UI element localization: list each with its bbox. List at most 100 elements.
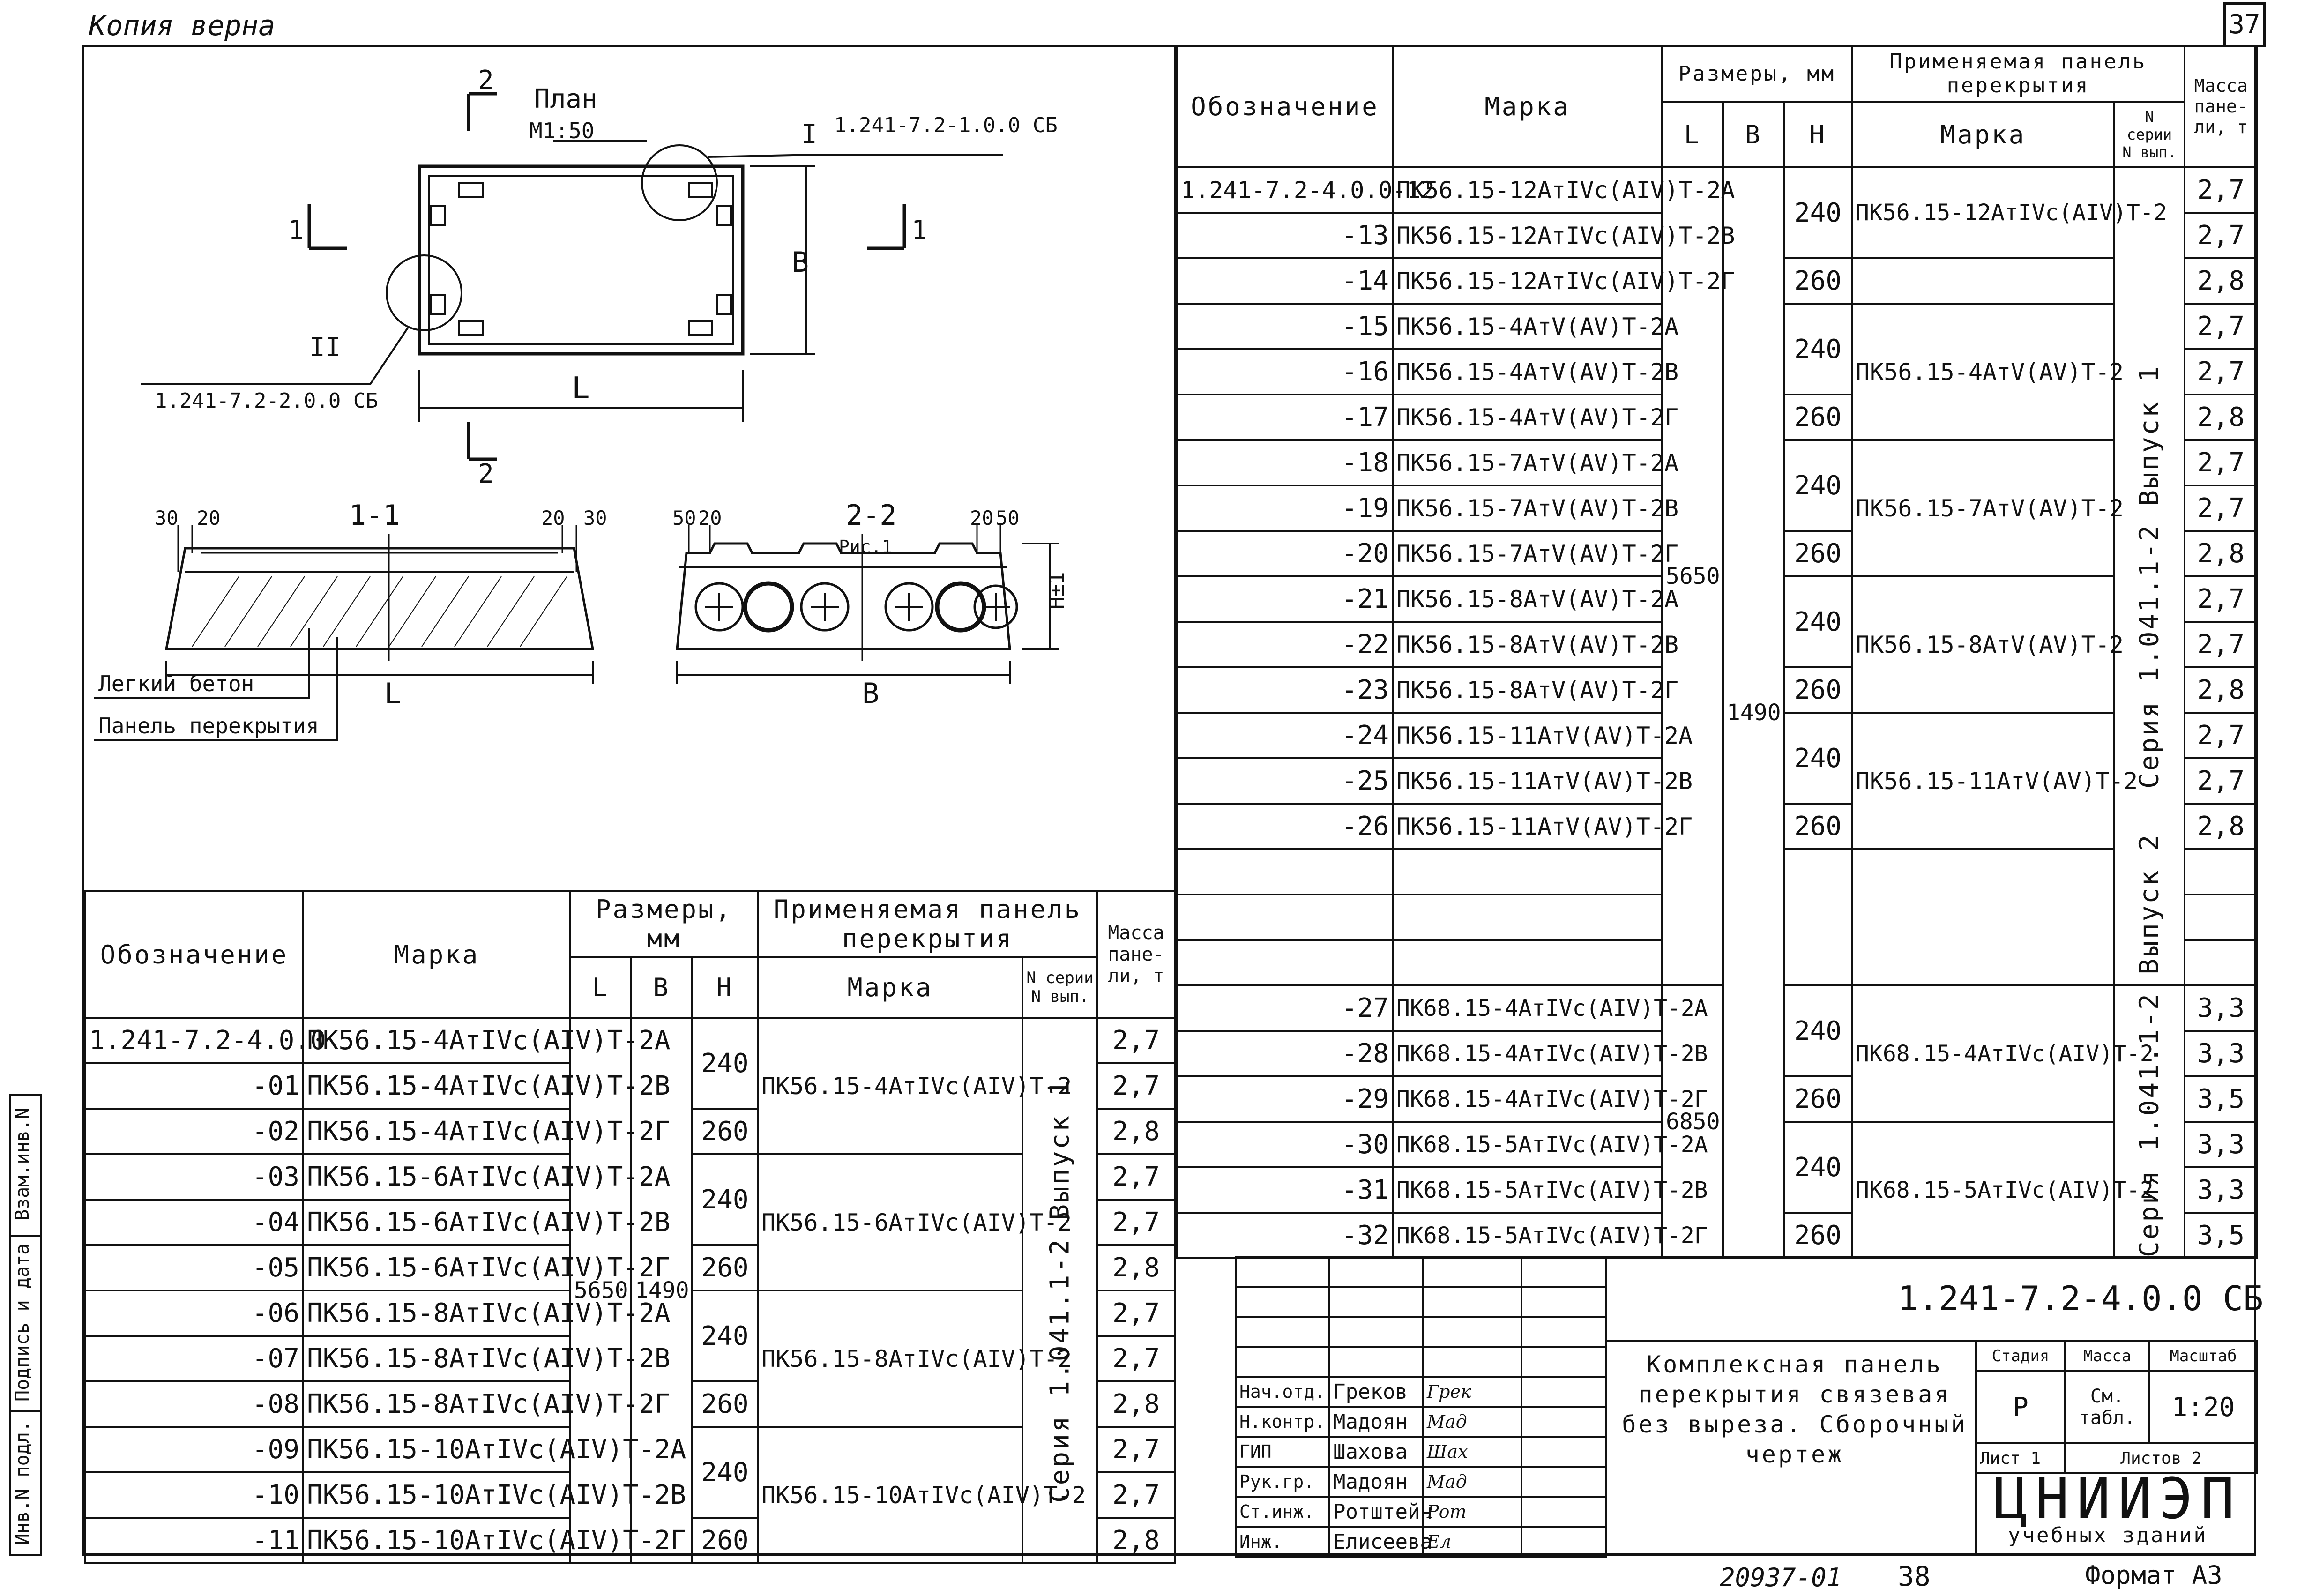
- mass-cell: 2,7: [1096, 1153, 1176, 1201]
- signature: Ел: [1422, 1526, 1522, 1558]
- mark-cell: ПК56.15-10АтIVс(АIV)Т-2А: [302, 1426, 686, 1473]
- empty-cell: [1176, 848, 1394, 895]
- mass-cell: 2,8: [2184, 803, 2259, 850]
- H-cell: 240: [1782, 984, 1853, 1077]
- col-H: H: [691, 956, 759, 1019]
- col-series: N серии N вып.: [1022, 956, 1099, 1019]
- H-cell: 260: [691, 1108, 759, 1155]
- designation-cell: -31: [1176, 1166, 1394, 1214]
- signature: Мад: [1422, 1406, 1522, 1438]
- empty-cell: [1328, 1286, 1424, 1318]
- designation-cell: 1.241-7.2-4.0.0-12: [1176, 166, 1435, 214]
- mass-cell: 2,7: [2184, 166, 2259, 214]
- callout-2-label: II: [309, 332, 341, 363]
- empty-cell: [1521, 1286, 1607, 1318]
- panel-mark-cell: ПК56.15-11АтV(АV)Т-2: [1851, 712, 2138, 850]
- legend-light-concrete: Легкий бетон: [98, 671, 254, 696]
- col-applied-panel: Применяемая панель перекрытия: [757, 890, 1099, 958]
- designation-cell: -07: [84, 1335, 304, 1382]
- H-cell: 240: [1782, 575, 1853, 668]
- name-cell: Шахова: [1328, 1436, 1424, 1468]
- left-spec-table: Обозначение Марка Размеры, мм Применяема…: [84, 890, 1176, 1564]
- footer-format: Формат А3: [2085, 1560, 2222, 1590]
- designation-cell: -29: [1176, 1075, 1394, 1123]
- mass-cell: 2,8: [1096, 1108, 1176, 1155]
- mass-cell: 2,7: [2184, 348, 2259, 395]
- mass-cell: 2,7: [2184, 575, 2259, 623]
- col-L: L: [1661, 101, 1724, 168]
- designation-cell: -30: [1176, 1121, 1394, 1168]
- panel-mark-cell: ПК56.15-4АтV(АV)Т-2: [1851, 303, 2124, 441]
- mass-cell: 3,3: [2184, 1121, 2259, 1168]
- panel-mark-cell: ПК56.15-4АтIVс(АIV)Т-2: [757, 1017, 1072, 1155]
- section-2-dim-20: 20: [698, 507, 722, 530]
- designation-cell: -23: [1176, 666, 1394, 714]
- mark-cell: ПК56.15-4АтIVс(АIV)Т-2Г: [302, 1108, 670, 1155]
- mass-cell: 2,7: [2184, 757, 2259, 805]
- mark-cell: ПК56.15-4АтV(АV)Т-2Г: [1392, 394, 1678, 441]
- col-panel-mark: Марка: [757, 956, 1024, 1019]
- H-cell: 260: [1782, 1212, 1853, 1259]
- section-2-dim-20b: 20: [970, 507, 994, 530]
- mass-cell: 2,7: [2184, 485, 2259, 532]
- panel-mark-cell: ПК56.15-8АтV(АV)Т-2: [1851, 575, 2124, 714]
- right-spec-table: Обозначение Марка Размеры, мм Применяема…: [1176, 45, 2259, 1259]
- B-cell: 1490: [630, 1017, 693, 1564]
- mark-cell: ПК56.15-7АтV(АV)Т-2А: [1392, 439, 1678, 486]
- empty-cell: [1235, 1286, 1330, 1318]
- scale-value: 1:20: [2148, 1370, 2258, 1444]
- mass-cell: 3,3: [2184, 1166, 2259, 1214]
- section-1-title: 1-1: [349, 499, 400, 532]
- empty-cell: [1521, 1316, 1607, 1348]
- date-cell: [1521, 1496, 1607, 1528]
- H-cell: 260: [691, 1517, 759, 1564]
- mark-cell: ПК56.15-8АтV(АV)Т-2Г: [1392, 666, 1678, 714]
- plan-dim-L: L: [572, 371, 590, 406]
- org-name: ЦНИИЭП: [1994, 1467, 2242, 1532]
- legend-floor-panel: Панель перекрытия: [98, 713, 319, 738]
- panel-mark-cell: ПК68.15-5АтIVс(АIV)Т-2: [1851, 1121, 2154, 1259]
- section-2-dim-B: B: [862, 677, 879, 710]
- date-cell: [1521, 1466, 1607, 1498]
- stage-value: Р: [1975, 1370, 2066, 1444]
- empty-cell: [1422, 1316, 1522, 1348]
- empty-cell: [1422, 1256, 1522, 1288]
- L-cell: 5650: [1661, 166, 1724, 986]
- designation-cell: 1.241-7.2-4.0.0: [84, 1017, 326, 1064]
- H-cell: 240: [691, 1153, 759, 1246]
- panel-mark-cell: ПК56.15-8АтIVс(АIV)Т-2: [757, 1290, 1072, 1428]
- mark-cell: ПК68.15-4АтIVс(АIV)Т-2Г: [1392, 1075, 1708, 1123]
- designation-cell: -24: [1176, 712, 1394, 759]
- H-cell: 260: [1782, 257, 1853, 305]
- section-2-subtitle: Рис.1: [839, 537, 892, 557]
- col-B: B: [630, 956, 693, 1019]
- mark-cell: ПК56.15-4АтIVс(АIV)Т-2В: [302, 1062, 670, 1110]
- designation-cell: -11: [84, 1517, 304, 1564]
- mark-cell: ПК68.15-4АтIVс(АIV)Т-2В: [1392, 1030, 1708, 1077]
- side-stamp-signature: Подпись и дата: [12, 1243, 33, 1402]
- designation-cell: -03: [84, 1153, 304, 1201]
- signature: Шах: [1422, 1436, 1522, 1468]
- col-designation: Обозначение: [1176, 45, 1394, 168]
- col-series: N серии N вып.: [2113, 101, 2186, 168]
- H-cell: 240: [691, 1017, 759, 1110]
- mark-cell: ПК56.15-7АтV(АV)Т-2Г: [1392, 530, 1678, 577]
- H-cell: 260: [1782, 803, 1853, 850]
- mass-cell: 2,8: [1096, 1244, 1176, 1291]
- B-cell: 1490: [1722, 166, 1785, 1259]
- mark-cell: ПК56.15-8АтV(АV)Т-2А: [1392, 575, 1678, 623]
- drawing-area: План М1:50 I 1.241-7.2-1.0.0 СБ II 1.241…: [94, 65, 1069, 741]
- mass-cell: 2,7: [1096, 1335, 1176, 1382]
- empty-cell: [2184, 848, 2259, 895]
- mass-cell: 2,7: [2184, 621, 2259, 668]
- designation-cell: -19: [1176, 485, 1394, 532]
- empty-cell: [1422, 1286, 1522, 1318]
- date-cell: [1521, 1436, 1607, 1468]
- mark-cell: ПК56.15-12АтIVс(АIV)Т-2Г: [1392, 257, 1735, 305]
- designation-cell: -22: [1176, 621, 1394, 668]
- mass-cell: 2,7: [2184, 439, 2259, 486]
- name-cell: Ротштейн: [1328, 1496, 1432, 1528]
- col-mass: Масса пане- ли, т: [2184, 45, 2259, 168]
- empty-cell: [1851, 848, 2116, 986]
- panel-mark-cell: ПК56.15-12АтIVс(АIV)Т-2: [1851, 166, 2167, 259]
